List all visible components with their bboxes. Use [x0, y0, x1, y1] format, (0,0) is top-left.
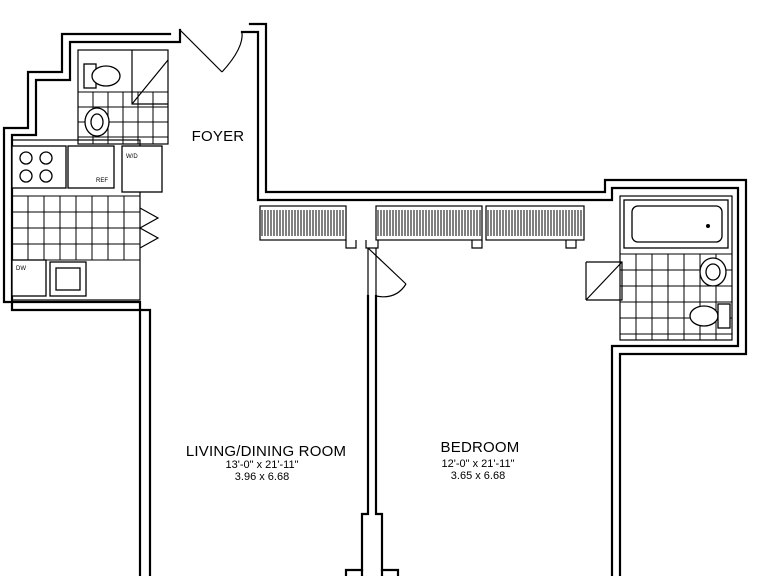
washer-dryer-icon [121, 145, 163, 193]
bedroom-label: BEDROOM [441, 439, 520, 456]
living-room-imperial-dimensions: 13'-0" x 21'-11" [226, 459, 299, 471]
closets [259, 205, 585, 249]
toilet-icon [91, 65, 121, 87]
dishwasher-label: DW [16, 266, 26, 272]
bedroom-metric-dimensions: 3.65 x 6.68 [451, 470, 505, 482]
foyer-label: FOYER [192, 128, 245, 145]
bedroom-imperial-dimensions: 12'-0" x 21'-11" [442, 458, 515, 470]
kitchen: REF W/D DW [11, 139, 163, 301]
living-room-label: LIVING/DINING ROOM [186, 443, 346, 460]
bifold-door [138, 207, 160, 249]
bath-toilet-icon [689, 305, 719, 327]
exterior-walls [2, 22, 748, 576]
partition-wall [344, 248, 400, 576]
dishwasher-icon [11, 259, 47, 297]
washer-dryer-label: W/D [126, 154, 138, 160]
entry-door [179, 29, 243, 73]
living-room-metric-dimensions: 3.96 x 6.68 [235, 471, 289, 483]
bedroom-door [367, 247, 407, 298]
refrigerator-label: REF [96, 178, 108, 184]
stove-icon [11, 145, 67, 189]
powder-bathroom [77, 49, 169, 145]
bathroom [585, 195, 733, 341]
refrigerator-icon [67, 145, 115, 189]
